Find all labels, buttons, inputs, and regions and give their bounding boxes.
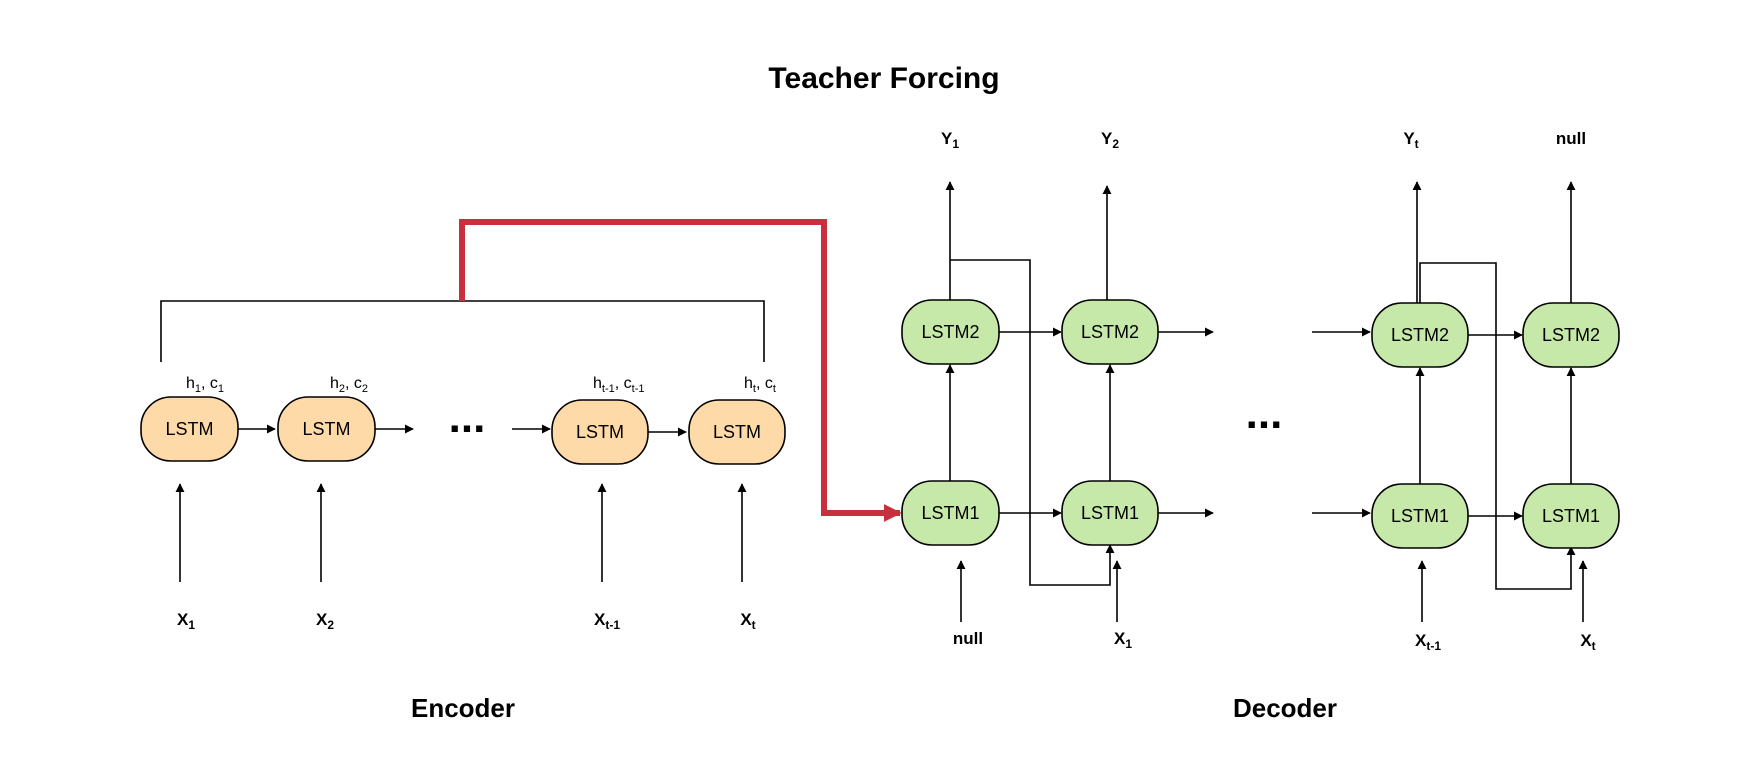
cell-label: LSTM [713, 422, 761, 442]
encoder-input-label: Xt [740, 610, 755, 632]
cell-label: LSTM [302, 419, 350, 439]
cell-label: LSTM1 [1081, 503, 1139, 523]
decoder-lstm1-cell-3: LSTM1 [1371, 483, 1469, 549]
decoder-lstm2-cell-2: LSTM2 [1061, 299, 1159, 365]
decoder-input-label: Xt [1580, 631, 1595, 653]
decoder-lstm1-cell-4: LSTM1 [1522, 483, 1620, 549]
decoder-lstm2-cell-3: LSTM2 [1371, 302, 1469, 368]
encoder-input-label: X1 [177, 610, 195, 632]
decoder-lstm1-cell-2: LSTM1 [1061, 480, 1159, 546]
decoder-output-label: Y2 [1101, 129, 1119, 151]
decoder-input-label: null [953, 629, 983, 648]
cell-label: LSTM2 [1391, 325, 1449, 345]
encoder-state-label: ht, ct [744, 375, 776, 395]
encoder: LSTM LSTM LSTM LSTM ... h1, c1 h2, c2 ht… [140, 375, 786, 632]
encoder-state-label: ht-1, ct-1 [593, 375, 644, 395]
context-bracket [160, 300, 765, 362]
decoder-input-label: X1 [1114, 629, 1132, 651]
decoder-feedback-line [950, 259, 1115, 586]
decoder-output-label: null [1556, 129, 1586, 148]
decoder-ellipsis: ... [1246, 389, 1283, 438]
decoder-lstm1-cell-1: LSTM1 [901, 480, 1000, 546]
cell-label: LSTM2 [921, 322, 979, 342]
diagram-title: Teacher Forcing [768, 62, 999, 95]
cell-label: LSTM [165, 419, 213, 439]
decoder-output-label: Yt [1403, 129, 1418, 151]
encoder-ellipsis: ... [449, 393, 486, 442]
decoder-input-label: Xt-1 [1415, 631, 1441, 653]
context-arrow [459, 219, 902, 522]
encoder-state-label: h1, c1 [186, 375, 224, 395]
encoder-state-label: h2, c2 [330, 375, 368, 395]
cell-label: LSTM2 [1542, 325, 1600, 345]
cell-label: LSTM [576, 422, 624, 442]
cell-label: LSTM1 [921, 503, 979, 523]
encoder-cell-1: LSTM [140, 396, 239, 462]
decoder-section-label: Decoder [1233, 693, 1337, 723]
decoder-lstm2-cell-4: LSTM2 [1522, 302, 1620, 368]
encoder-cell-4: LSTM [688, 399, 786, 465]
decoder-output-label: Y1 [941, 129, 959, 151]
cell-label: LSTM1 [1542, 506, 1600, 526]
cell-label: LSTM1 [1391, 506, 1449, 526]
decoder-lstm2-cell-1: LSTM2 [901, 299, 1000, 365]
encoder-input-label: X2 [316, 610, 334, 632]
encoder-cell-2: LSTM [277, 396, 376, 462]
encoder-input-label: Xt-1 [594, 610, 620, 632]
encoder-section-label: Encoder [411, 693, 515, 723]
decoder-feedback-line [1419, 262, 1576, 590]
cell-label: LSTM2 [1081, 322, 1139, 342]
decoder: LSTM2 LSTM2 LSTM2 LSTM2 LSTM1 LSTM1 LSTM… [901, 129, 1620, 653]
encoder-cell-3: LSTM [551, 399, 649, 465]
